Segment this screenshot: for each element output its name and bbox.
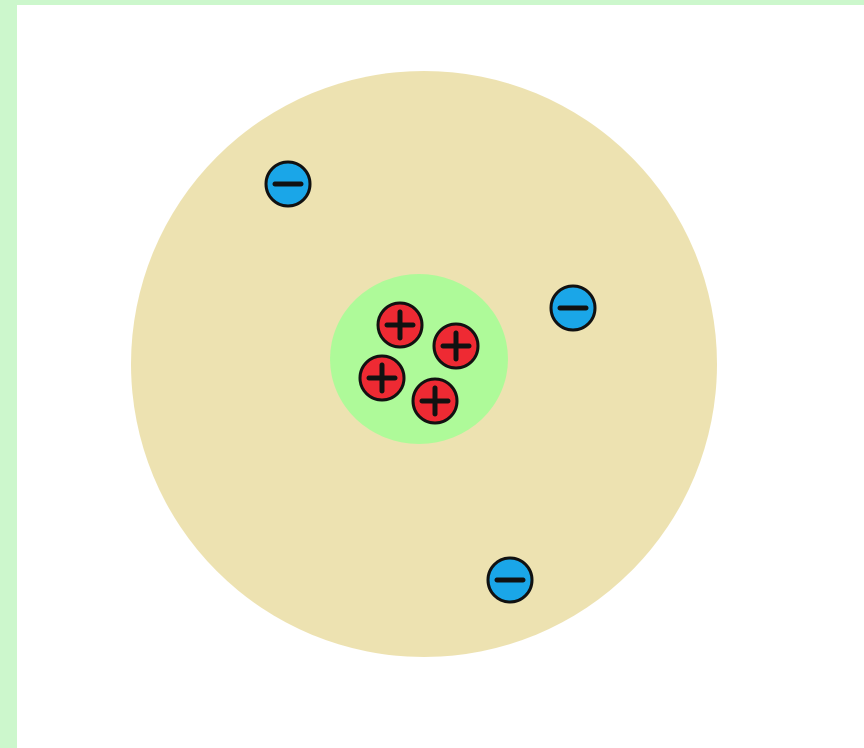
proton	[376, 301, 424, 349]
proton	[358, 354, 406, 402]
electron	[549, 284, 597, 332]
electron	[264, 160, 312, 208]
proton	[432, 322, 480, 370]
proton	[411, 377, 459, 425]
nucleus	[330, 274, 508, 444]
electron	[486, 556, 534, 604]
